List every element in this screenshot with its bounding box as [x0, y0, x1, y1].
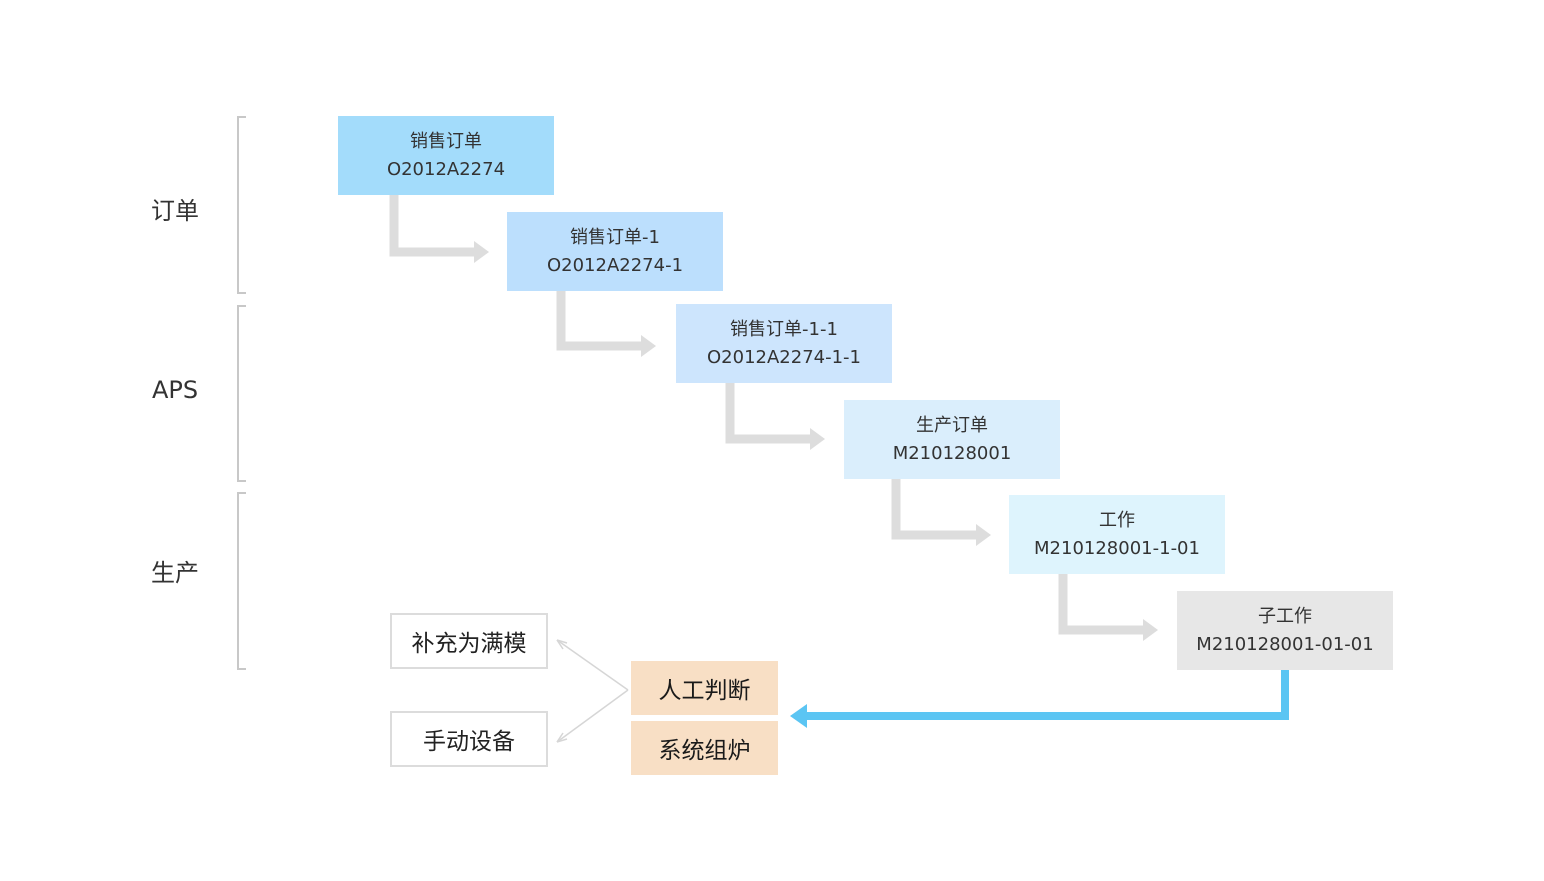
- branch-line-upper: [556, 639, 629, 691]
- bracket-aps: [237, 305, 246, 482]
- node-title: 销售订单-1: [570, 226, 660, 248]
- section-label-order: 订单: [151, 197, 199, 225]
- node-code: M210128001-1-01: [1034, 537, 1200, 559]
- node-title: 子工作: [1258, 605, 1312, 627]
- connector-2-arrowhead: [641, 335, 656, 357]
- connector-2: [556, 290, 643, 351]
- bracket-production: [237, 492, 246, 670]
- branch-arrowhead-upper: [556, 639, 568, 650]
- node-title: 工作: [1099, 509, 1135, 531]
- connector-3: [725, 382, 812, 444]
- connector-1: [389, 195, 476, 257]
- node-production-order: 生产订单 M210128001: [844, 400, 1060, 479]
- decision-manual-judgment: 人工判断: [631, 661, 778, 715]
- connector-3-arrowhead: [810, 428, 825, 450]
- feedback-connector: [805, 670, 1289, 720]
- connector-5: [1058, 573, 1145, 635]
- node-code: O2012A2274-1: [546, 254, 684, 276]
- node-sub-job: 子工作 M210128001-01-01: [1177, 591, 1393, 670]
- node-title: 销售订单: [410, 130, 482, 152]
- node-code: O2012A2274-1-1: [707, 346, 861, 368]
- branch-arrowhead-lower: [556, 732, 568, 743]
- node-sales-order: 销售订单 O2012A2274: [338, 116, 554, 195]
- connector-5-arrowhead: [1143, 619, 1158, 641]
- node-title: 销售订单-1-1: [730, 318, 838, 340]
- section-label-production: 生产: [151, 559, 199, 587]
- node-sales-order-1: 销售订单-1 O2012A2274-1: [507, 212, 723, 291]
- connector-4: [891, 478, 978, 540]
- feedback-arrowhead: [790, 704, 807, 728]
- connector-4-arrowhead: [976, 524, 991, 546]
- bracket-order: [237, 116, 246, 294]
- outcome-manual-equipment: 手动设备: [390, 711, 548, 767]
- branch-line-lower: [556, 689, 629, 743]
- section-label-aps: APS: [151, 376, 199, 404]
- node-code: O2012A2274: [386, 158, 506, 180]
- decision-system-furnace-grouping: 系统组炉: [631, 721, 778, 775]
- node-job: 工作 M210128001-1-01: [1009, 495, 1225, 574]
- node-sales-order-1-1: 销售订单-1-1 O2012A2274-1-1: [676, 304, 892, 383]
- outcome-fill-full-mold: 补充为满模: [390, 613, 548, 669]
- node-code: M210128001-01-01: [1196, 633, 1374, 655]
- connector-1-arrowhead: [474, 241, 489, 263]
- node-code: M210128001: [892, 442, 1012, 464]
- node-title: 生产订单: [916, 414, 988, 436]
